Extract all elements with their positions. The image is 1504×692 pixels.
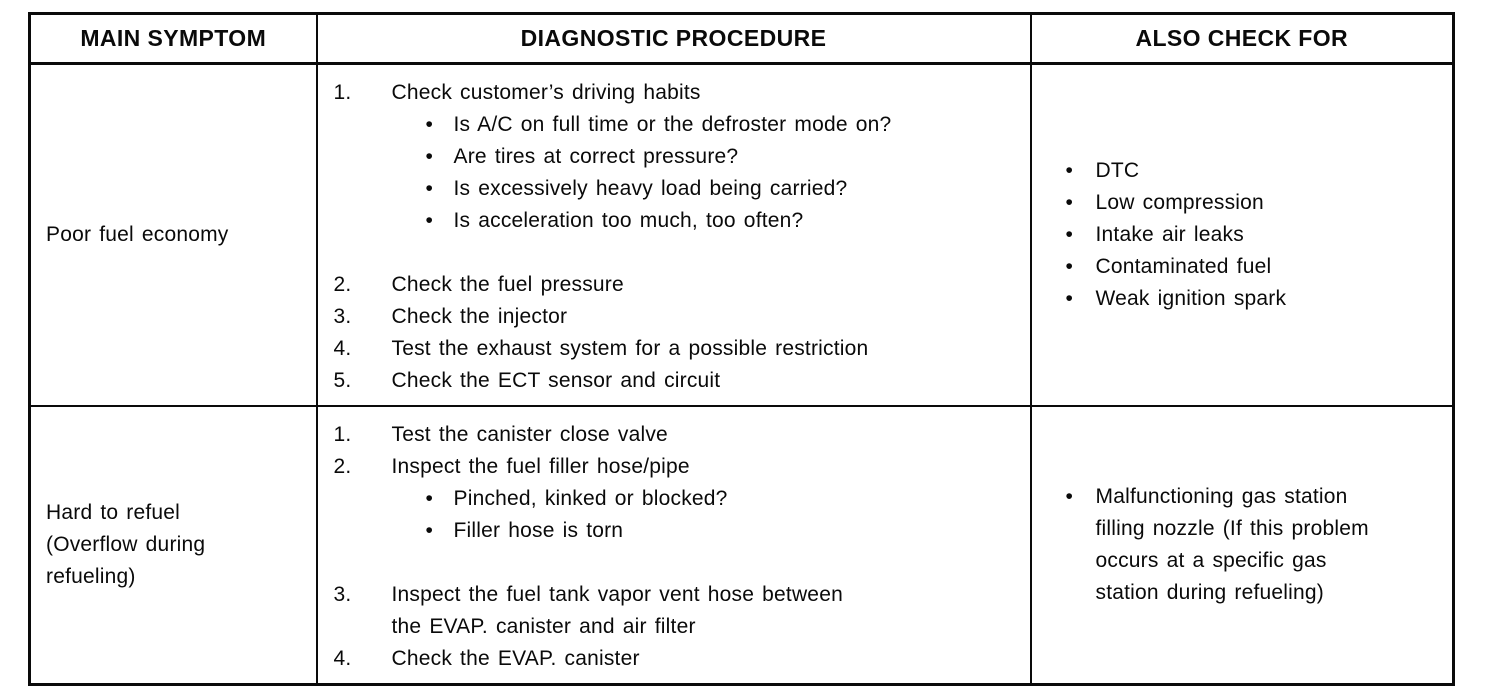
substep-text: Filler hose is torn xyxy=(453,519,624,542)
header-also-check-for: ALSO CHECK FOR xyxy=(1029,12,1455,65)
step-number: 3. xyxy=(333,583,352,606)
bullet-icon: • xyxy=(425,177,434,200)
also-check-text: DTC xyxy=(1095,159,1140,182)
table-row-hard-to-refuel: Hard to refuel (Overflow during refuelin… xyxy=(28,405,1455,686)
procedure-cell: 1. Check customer’s driving habits • Is … xyxy=(315,62,1032,407)
step-text: Inspect the fuel filler hose/pipe xyxy=(391,455,690,478)
header-row: MAIN SYMPTOM DIAGNOSTIC PROCEDURE ALSO C… xyxy=(28,12,1455,65)
also-check-text: Low compression xyxy=(1095,191,1264,214)
symptom-text: Poor fuel economy xyxy=(46,223,229,246)
step-number: 1. xyxy=(333,423,352,446)
bullet-icon: • xyxy=(425,209,434,232)
symptom-cell: Hard to refuel (Overflow during refuelin… xyxy=(28,405,318,686)
also-check-item: • DTC xyxy=(1066,155,1441,187)
step-number: 2. xyxy=(333,273,352,296)
substep-text: Is excessively heavy load being carried? xyxy=(453,177,848,200)
substep-text: Is acceleration too much, too often? xyxy=(453,209,804,232)
procedure-substep: • Is excessively heavy load being carrie… xyxy=(426,173,1016,205)
step-text: Check the ECT sensor and circuit xyxy=(391,369,721,392)
step-text: Test the canister close valve xyxy=(391,423,668,446)
bullet-icon: • xyxy=(425,519,434,542)
symptom-text: Hard to refuel (Overflow during refuelin… xyxy=(46,501,206,588)
step-text: Test the exhaust system for a possible r… xyxy=(391,337,869,360)
also-check-text: Malfunctioning gas station filling nozzl… xyxy=(1095,485,1369,604)
also-check-item: • Intake air leaks xyxy=(1066,219,1441,251)
procedure-step: 4. Test the exhaust system for a possibl… xyxy=(334,333,1016,365)
bullet-icon: • xyxy=(1065,191,1074,214)
step-number: 4. xyxy=(333,337,352,360)
bullet-icon: • xyxy=(425,145,434,168)
procedure-step: 1. Test the canister close valve xyxy=(334,419,1016,451)
bullet-icon: • xyxy=(1065,485,1074,508)
substep-text: Pinched, kinked or blocked? xyxy=(453,487,728,510)
step-text: Check customer’s driving habits xyxy=(391,81,701,104)
procedure-substep: • Is A/C on full time or the defroster m… xyxy=(426,109,1016,141)
spacer xyxy=(334,237,1016,269)
also-check-item: • Contaminated fuel xyxy=(1066,251,1441,283)
also-check-cell: • DTC • Low compression • Intake air lea… xyxy=(1029,62,1455,407)
step-number: 2. xyxy=(333,455,352,478)
procedure-substep: • Are tires at correct pressure? xyxy=(426,141,1016,173)
procedure-step: 2. Check the fuel pressure xyxy=(334,269,1016,301)
bullet-icon: • xyxy=(425,113,434,136)
procedure-step: 1. Check customer’s driving habits xyxy=(334,77,1016,109)
procedure-step: 5. Check the ECT sensor and circuit xyxy=(334,365,1016,397)
procedure-step: 4. Check the EVAP. canister xyxy=(334,643,1016,675)
also-check-text: Contaminated fuel xyxy=(1095,255,1272,278)
procedure-step: 2. Inspect the fuel filler hose/pipe xyxy=(334,451,1016,483)
procedure-step: 3. Inspect the fuel tank vapor vent hose… xyxy=(334,579,1016,643)
symptom-cell: Poor fuel economy xyxy=(28,62,318,407)
bullet-icon: • xyxy=(1065,159,1074,182)
substep-text: Is A/C on full time or the defroster mod… xyxy=(453,113,892,136)
header-diagnostic-procedure: DIAGNOSTIC PROCEDURE xyxy=(315,12,1032,65)
step-number: 5. xyxy=(333,369,352,392)
step-number: 4. xyxy=(333,647,352,670)
bullet-icon: • xyxy=(425,487,434,510)
bullet-icon: • xyxy=(1065,255,1074,278)
diagnostic-table: MAIN SYMPTOM DIAGNOSTIC PROCEDURE ALSO C… xyxy=(28,12,1455,686)
bullet-icon: • xyxy=(1065,287,1074,310)
also-check-item: • Weak ignition spark xyxy=(1066,283,1441,315)
header-main-symptom: MAIN SYMPTOM xyxy=(28,12,318,65)
step-text: Check the injector xyxy=(391,305,568,328)
step-number: 1. xyxy=(333,81,352,104)
table-row-poor-fuel-economy: Poor fuel economy 1. Check customer’s dr… xyxy=(28,62,1455,407)
spacer xyxy=(334,547,1016,579)
also-check-item: • Malfunctioning gas station filling noz… xyxy=(1066,481,1441,609)
procedure-step: 3. Check the injector xyxy=(334,301,1016,333)
also-check-text: Intake air leaks xyxy=(1095,223,1244,246)
also-check-text: Weak ignition spark xyxy=(1095,287,1287,310)
step-text: Check the EVAP. canister xyxy=(391,647,640,670)
procedure-substep: • Is acceleration too much, too often? xyxy=(426,205,1016,237)
step-text: Inspect the fuel tank vapor vent hose be… xyxy=(391,583,843,638)
step-number: 3. xyxy=(333,305,352,328)
substep-text: Are tires at correct pressure? xyxy=(453,145,739,168)
step-text: Check the fuel pressure xyxy=(391,273,624,296)
also-check-cell: • Malfunctioning gas station filling noz… xyxy=(1029,405,1455,686)
bullet-icon: • xyxy=(1065,223,1074,246)
also-check-item: • Low compression xyxy=(1066,187,1441,219)
procedure-substep: • Filler hose is torn xyxy=(426,515,1016,547)
procedure-cell: 1. Test the canister close valve 2. Insp… xyxy=(315,405,1032,686)
procedure-substep: • Pinched, kinked or blocked? xyxy=(426,483,1016,515)
